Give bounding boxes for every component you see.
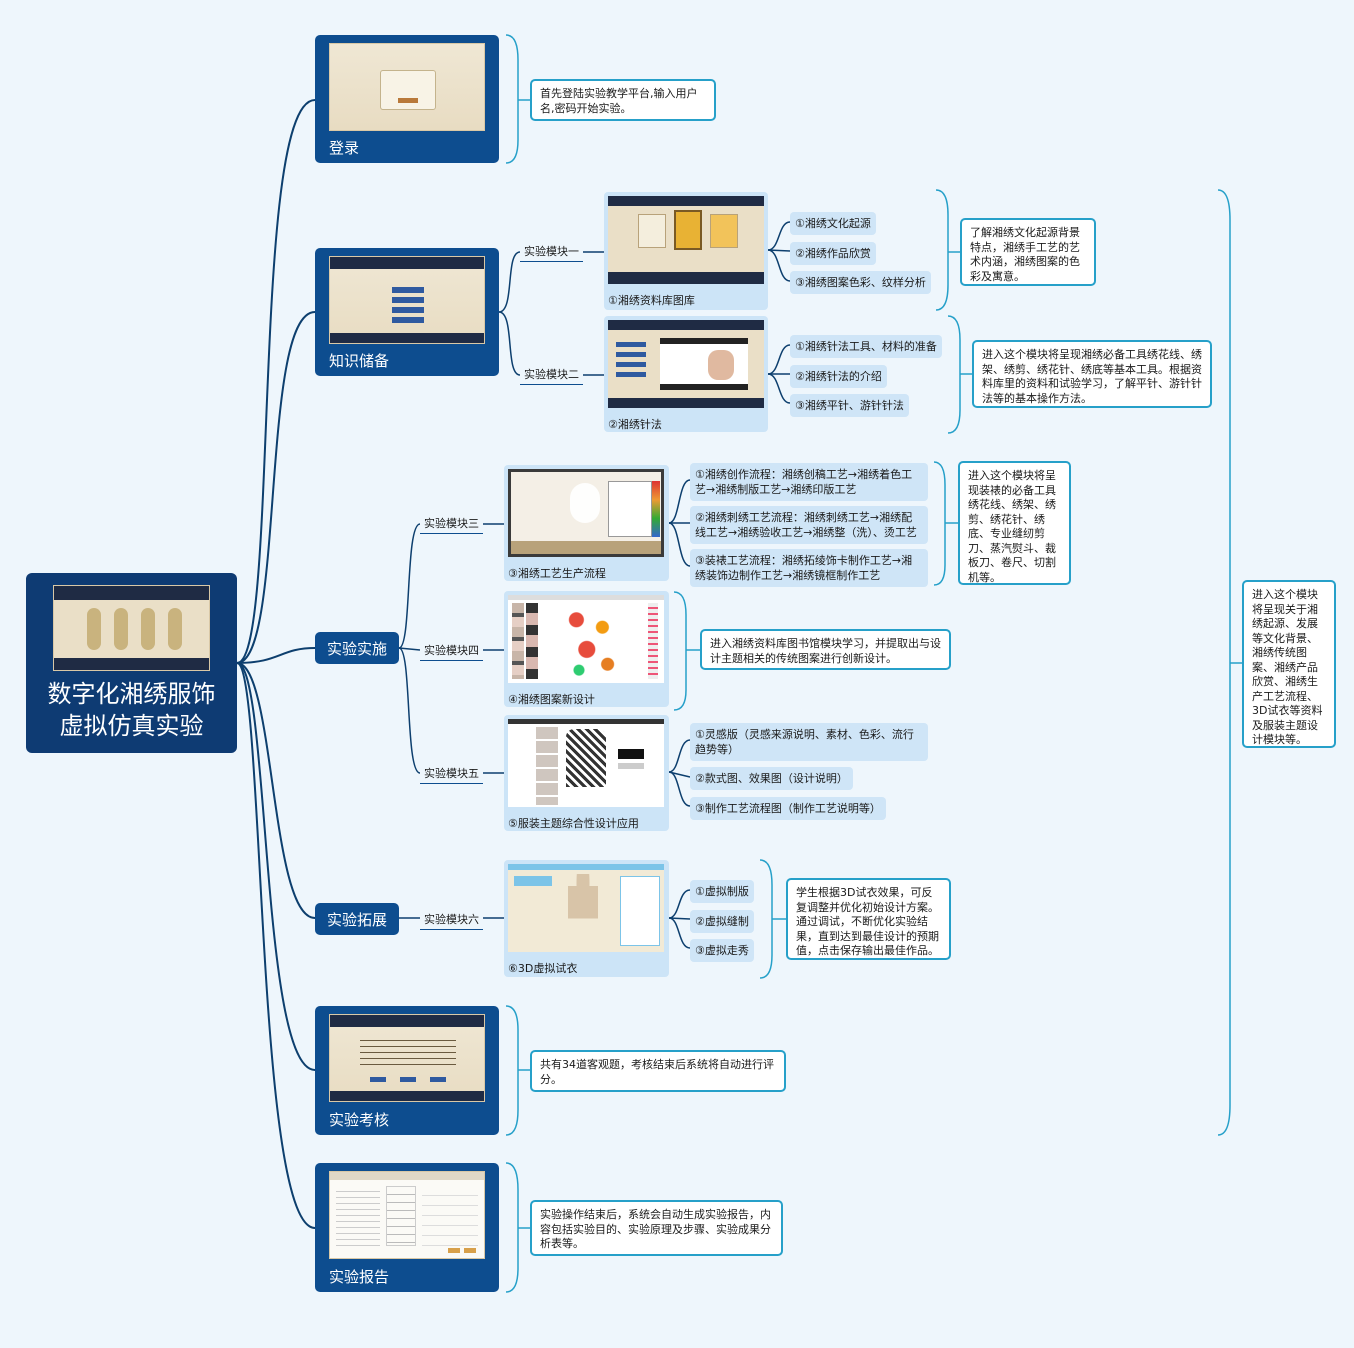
module-3-panel[interactable]: ③湘绣工艺生产流程 [504, 465, 669, 581]
module-5-item-3[interactable]: ③制作工艺流程图（制作工艺说明等） [690, 797, 886, 820]
module-5-panel[interactable]: ⑤服装主题综合性设计应用 [504, 715, 669, 831]
module-6-caption: ⑥3D虚拟试衣 [508, 962, 578, 975]
branch-report[interactable]: 实验报告 [315, 1163, 499, 1292]
login-thumbnail [329, 43, 485, 131]
module-6-item-3[interactable]: ③虚拟走秀 [690, 939, 754, 962]
module-4-label[interactable]: 实验模块四 [420, 642, 483, 661]
module-2-item-2[interactable]: ②湘绣针法的介绍 [790, 365, 887, 388]
branch-exam[interactable]: 实验考核 [315, 1006, 499, 1135]
root-title-line1: 数字化湘绣服饰 [47, 680, 216, 708]
module-4-panel[interactable]: ④湘绣图案新设计 [504, 591, 669, 707]
module-1-item-3[interactable]: ③湘绣图案色彩、纹样分析 [790, 271, 931, 294]
module-3-note: 进入这个模块将呈现装裱的必备工具绣花线、绣架、绣剪、绣花针、绣底、专业缝纫剪刀、… [958, 461, 1071, 585]
knowledge-thumbnail [329, 256, 485, 344]
module-5-item-1[interactable]: ①灵感版（灵感来源说明、素材、色彩、流行趋势等） [690, 723, 928, 761]
branch-knowledge-label: 知识储备 [329, 352, 390, 370]
branch-expand[interactable]: 实验拓展 [315, 903, 399, 935]
module-2-note: 进入这个模块将呈现湘绣必备工具绣花线、绣架、绣剪、绣花针、绣底等基本工具。根据资… [972, 340, 1212, 408]
branch-practice-label: 实验实施 [326, 640, 387, 658]
module-3-label[interactable]: 实验模块三 [420, 515, 483, 534]
module-6-item-2[interactable]: ②虚拟缝制 [690, 910, 754, 933]
module-1-screenshot [608, 196, 764, 284]
module-2-item-1[interactable]: ①湘绣针法工具、材料的准备 [790, 335, 942, 358]
login-note: 首先登陆实验教学平台,输入用户名,密码开始实验。 [530, 79, 716, 121]
branch-report-label: 实验报告 [329, 1268, 390, 1286]
branch-exam-label: 实验考核 [329, 1111, 390, 1129]
root-node[interactable]: 数字化湘绣服饰 虚拟仿真实验 [26, 573, 237, 753]
module-2-screenshot [608, 320, 764, 408]
module-1-item-1[interactable]: ①湘绣文化起源 [790, 212, 876, 235]
module-2-label[interactable]: 实验模块二 [520, 366, 583, 385]
branch-expand-label: 实验拓展 [326, 911, 387, 929]
root-title-line2: 虚拟仿真实验 [59, 712, 204, 740]
module-5-caption: ⑤服装主题综合性设计应用 [508, 817, 639, 830]
module-3-item-1[interactable]: ①湘绣创作流程：湘绣创稿工艺→湘绣着色工艺→湘绣制版工艺→湘绣印版工艺 [690, 463, 928, 501]
module-1-note: 了解湘绣文化起源背景特点，湘绣手工艺的艺术内涵，湘绣图案的色彩及寓意。 [960, 218, 1096, 286]
module-6-label[interactable]: 实验模块六 [420, 911, 483, 930]
module-4-screenshot [508, 595, 664, 683]
module-5-screenshot [508, 719, 664, 807]
root-thumbnail [53, 585, 210, 671]
module-1-item-2[interactable]: ②湘绣作品欣赏 [790, 242, 876, 265]
exam-note: 共有34道客观题，考核结束后系统将自动进行评分。 [530, 1050, 786, 1092]
module-1-panel[interactable]: ①湘绣资料库图库 [604, 192, 768, 310]
branch-knowledge[interactable]: 知识储备 [315, 248, 499, 376]
module-5-label[interactable]: 实验模块五 [420, 765, 483, 784]
module-3-caption: ③湘绣工艺生产流程 [508, 567, 606, 580]
branch-login-label: 登录 [329, 139, 360, 157]
module-5-item-2[interactable]: ②款式图、效果图（设计说明） [690, 767, 853, 790]
module-2-caption: ②湘绣针法 [608, 418, 662, 431]
module-2-panel[interactable]: ②湘绣针法 [604, 316, 768, 432]
module-1-label[interactable]: 实验模块一 [520, 243, 583, 262]
module-2-item-3[interactable]: ③湘绣平针、游针针法 [790, 394, 909, 417]
report-note: 实验操作结束后，系统会自动生成实验报告，内容包括实验目的、实验原理及步骤、实验成… [530, 1200, 783, 1256]
module-4-caption: ④湘绣图案新设计 [508, 693, 595, 706]
report-thumbnail [329, 1171, 485, 1259]
module-3-item-2[interactable]: ②湘绣刺绣工艺流程：湘绣刺绣工艺→湘绣配线工艺→湘绣验收工艺→湘绣整（洗）、烫工… [690, 506, 928, 544]
module-3-item-3[interactable]: ③装裱工艺流程：湘绣拓绫饰卡制作工艺→湘绣装饰边制作工艺→湘绣镜框制作工艺 [690, 549, 928, 587]
module-4-note: 进入湘绣资料库图书馆模块学习，并提取出与设计主题相关的传统图案进行创新设计。 [700, 629, 951, 670]
module-6-panel[interactable]: ⑥3D虚拟试衣 [504, 860, 669, 977]
module-1-caption: ①湘绣资料库图库 [608, 294, 695, 307]
module-6-item-1[interactable]: ①虚拟制版 [690, 880, 754, 903]
side-summary-note: 进入这个模块将呈现关于湘绣起源、发展等文化背景、湘绣传统图案、湘绣产品欣赏、湘绣… [1242, 580, 1336, 748]
module-6-note: 学生根据3D试衣效果，可反复调整并优化初始设计方案。通过调试，不断优化实验结果，… [786, 878, 951, 960]
module-3-screenshot [508, 469, 664, 557]
module-6-screenshot [508, 864, 664, 952]
branch-login[interactable]: 登录 [315, 35, 499, 163]
exam-thumbnail [329, 1014, 485, 1102]
branch-practice[interactable]: 实验实施 [315, 632, 399, 664]
